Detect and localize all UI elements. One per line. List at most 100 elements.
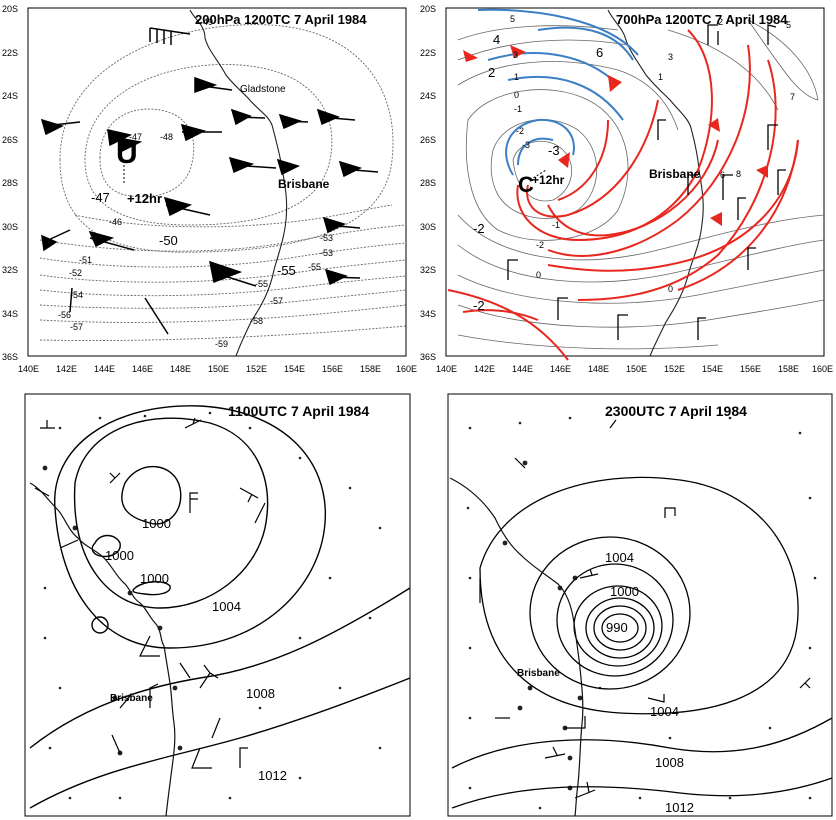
svg-text:-46: -46 [109, 217, 122, 227]
svg-text:3: 3 [668, 52, 673, 62]
svg-text:-2: -2 [473, 298, 485, 313]
panel-1100utc: 1100UTC 7 April 1984 1000 1000 1000 1004… [0, 388, 418, 820]
svg-text:1000: 1000 [142, 516, 171, 531]
svg-text:3: 3 [513, 50, 518, 60]
svg-text:1004: 1004 [650, 704, 679, 719]
svg-text:160E: 160E [396, 364, 417, 374]
coastline [607, 9, 704, 357]
warm-trajectories [447, 29, 799, 361]
coastline [189, 9, 288, 357]
svg-text:-57: -57 [70, 322, 83, 332]
place-brisbane: Brisbane [517, 668, 560, 679]
svg-text:-52: -52 [69, 268, 82, 278]
lon-axis: 140E 142E 144E 146E 148E 150E 152E 154E … [436, 364, 833, 374]
svg-text:26S: 26S [420, 135, 436, 145]
svg-text:1000: 1000 [610, 584, 639, 599]
svg-text:30S: 30S [420, 222, 436, 232]
small-contour-labels: -49 -47 -48 -46 -51 -52 -53 -53 -54 -55 … [58, 17, 333, 349]
svg-text:34S: 34S [2, 309, 18, 319]
svg-text:152E: 152E [246, 364, 267, 374]
svg-text:1000: 1000 [105, 548, 134, 563]
svg-text:22S: 22S [420, 48, 436, 58]
station-dots [466, 411, 817, 810]
svg-text:-2: -2 [473, 221, 485, 236]
svg-text:20S: 20S [2, 4, 18, 14]
svg-text:20S: 20S [420, 4, 436, 14]
isobar-labels: 1000 1000 1000 1004 1008 1012 [105, 516, 287, 783]
svg-text:5: 5 [786, 20, 791, 30]
svg-text:1008: 1008 [655, 755, 684, 770]
forecast-label: +12hr [532, 173, 565, 187]
panel-title: 2300UTC 7 April 1984 [605, 403, 747, 419]
svg-text:-1: -1 [514, 104, 522, 114]
svg-text:990: 990 [606, 620, 628, 635]
svg-text:34S: 34S [420, 309, 436, 319]
contour-label-55: -55 [277, 263, 296, 278]
svg-text:36S: 36S [420, 352, 436, 362]
svg-text:148E: 148E [170, 364, 191, 374]
svg-text:1000: 1000 [140, 571, 169, 586]
warm-barb-flags [463, 45, 768, 226]
svg-text:-51: -51 [79, 255, 92, 265]
svg-text:-54: -54 [70, 290, 83, 300]
svg-text:-2: -2 [536, 240, 544, 250]
svg-text:-56: -56 [58, 310, 71, 320]
map-200hpa: U +12hr -47 -50 -55 -49 -47 -48 -46 -51 … [2, 4, 417, 374]
svg-text:142E: 142E [474, 364, 495, 374]
svg-text:5: 5 [510, 14, 515, 24]
svg-text:0: 0 [514, 90, 519, 100]
svg-text:24S: 24S [420, 91, 436, 101]
svg-text:32S: 32S [420, 265, 436, 275]
svg-text:142E: 142E [56, 364, 77, 374]
lat-axis: 20S 22S 24S 26S 28S 30S 32S 34S 36S [2, 4, 18, 362]
svg-text:158E: 158E [778, 364, 799, 374]
svg-text:6: 6 [596, 45, 603, 60]
svg-text:-59: -59 [215, 339, 228, 349]
svg-text:-53: -53 [320, 248, 333, 258]
svg-text:160E: 160E [812, 364, 833, 374]
svg-text:154E: 154E [702, 364, 723, 374]
svg-text:-55: -55 [255, 279, 268, 289]
svg-text:144E: 144E [512, 364, 533, 374]
svg-text:1: 1 [658, 72, 663, 82]
place-brisbane: Brisbane [110, 693, 153, 704]
svg-text:146E: 146E [550, 364, 571, 374]
svg-text:28S: 28S [2, 178, 18, 188]
svg-text:32S: 32S [2, 265, 18, 275]
isobars [29, 405, 411, 809]
wind-barbs [507, 24, 786, 340]
contour-label-47: -47 [91, 190, 110, 205]
svg-text:156E: 156E [740, 364, 761, 374]
svg-text:-53: -53 [320, 233, 333, 243]
svg-text:-55: -55 [308, 262, 321, 272]
svg-text:8: 8 [736, 169, 741, 179]
svg-text:-47: -47 [129, 132, 142, 142]
isobar-labels: 1004 1000 990 1004 1008 1012 [605, 550, 694, 815]
cold-trajectories [477, 8, 639, 176]
svg-text:0: 0 [668, 284, 673, 294]
coastline [449, 477, 584, 817]
panel-title: 700hPa 1200TC 7 April 1984 [616, 12, 788, 27]
svg-text:144E: 144E [94, 364, 115, 374]
svg-text:1012: 1012 [258, 768, 287, 783]
wind-barbs [40, 27, 379, 335]
svg-text:148E: 148E [588, 364, 609, 374]
big-contour-labels: 4 2 6 -3 -2 -2 [473, 32, 603, 313]
isobars [451, 476, 833, 809]
svg-text:36S: 36S [2, 352, 18, 362]
svg-text:26S: 26S [2, 135, 18, 145]
svg-text:28S: 28S [420, 178, 436, 188]
svg-text:140E: 140E [18, 364, 39, 374]
svg-text:7: 7 [790, 92, 795, 102]
low-center-marker: U [116, 137, 138, 170]
svg-text:-58: -58 [250, 316, 263, 326]
coastline [29, 482, 176, 817]
svg-text:146E: 146E [132, 364, 153, 374]
svg-text:-48: -48 [160, 132, 173, 142]
map-700hpa: C +12hr 4 2 6 -3 -2 -2 5 3 1 0 -1 -2 -3 … [420, 4, 833, 374]
svg-text:-1: -1 [552, 220, 560, 230]
map-2300utc: 2300UTC 7 April 1984 1004 1000 990 1004 … [447, 393, 833, 817]
wind-barbs [479, 419, 811, 799]
lon-axis: 140E 142E 144E 146E 148E 150E 152E 154E … [18, 364, 417, 374]
svg-text:1012: 1012 [665, 800, 694, 815]
